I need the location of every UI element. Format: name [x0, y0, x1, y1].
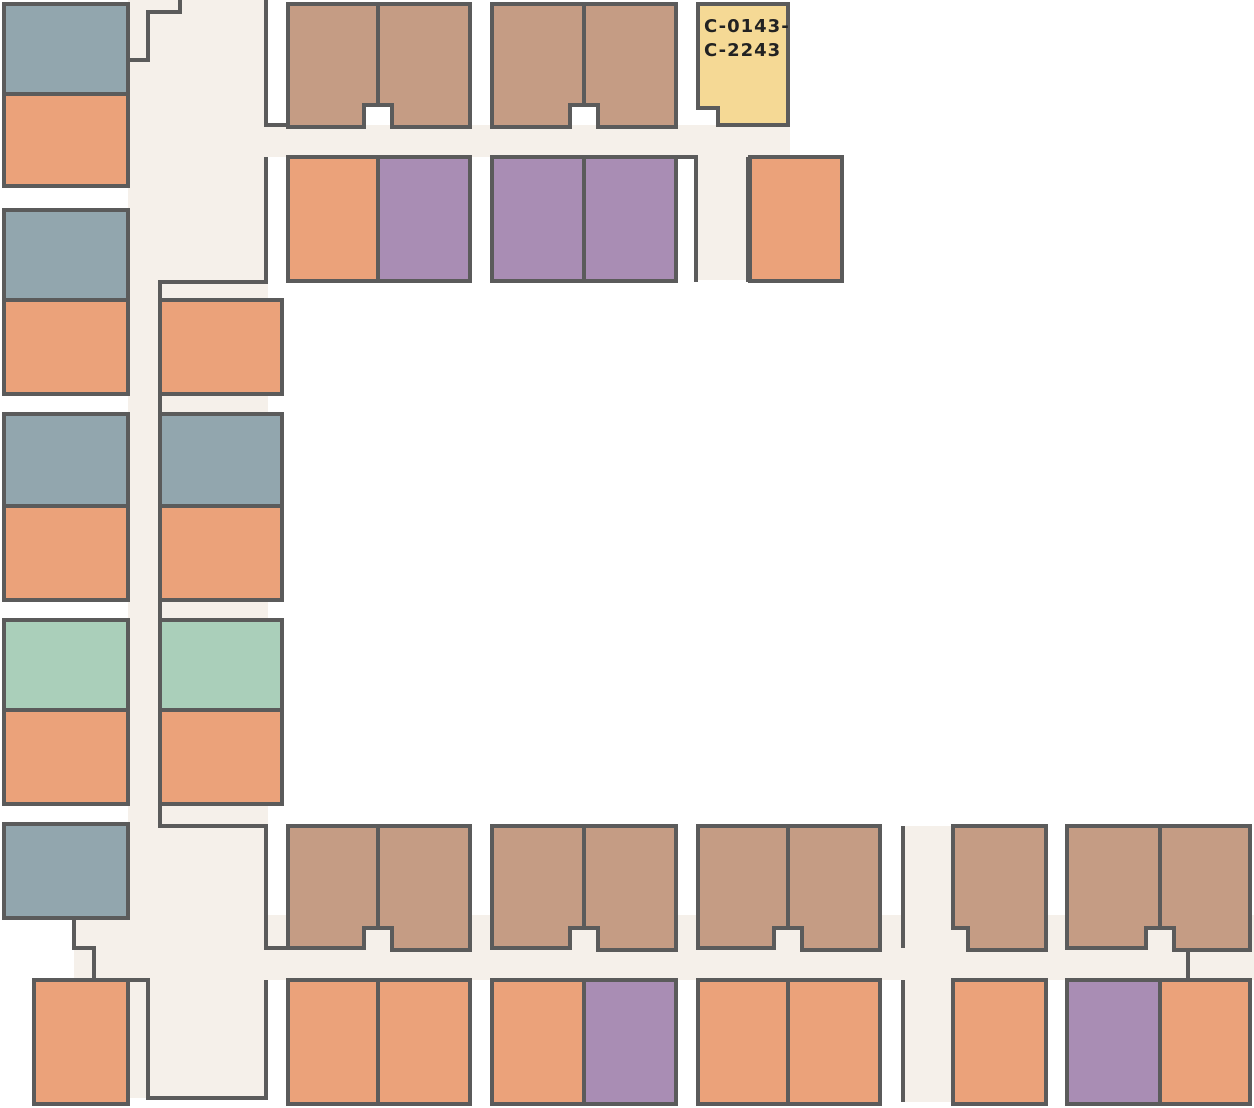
unit-b5[interactable]	[696, 824, 790, 950]
bottom-wing-units	[286, 824, 1252, 1106]
unit-w8[interactable]	[2, 708, 130, 806]
unit-i3[interactable]	[158, 504, 284, 602]
unit-w4[interactable]	[2, 298, 130, 396]
unit-b10[interactable]	[286, 978, 380, 1106]
unit-i1[interactable]	[158, 298, 284, 396]
unit-w9[interactable]	[2, 822, 130, 920]
unit-t10[interactable]	[748, 155, 844, 283]
unit-b17[interactable]	[1065, 978, 1162, 1106]
unit-t6[interactable]	[286, 155, 380, 283]
unit-label-line2: C-2243	[704, 40, 781, 61]
unit-b16[interactable]	[951, 978, 1048, 1106]
corridor-walls	[72, 0, 1190, 1102]
corridor-top-stub	[696, 125, 748, 280]
unit-t2[interactable]	[376, 2, 472, 129]
unit-t9[interactable]	[582, 155, 678, 283]
unit-b12[interactable]	[490, 978, 586, 1106]
west-outer-units	[2, 2, 130, 1106]
unit-b18[interactable]	[1158, 978, 1252, 1106]
unit-t8[interactable]	[490, 155, 586, 283]
unit-b1[interactable]	[286, 824, 380, 950]
unit-b7[interactable]	[951, 824, 1048, 952]
unit-b8[interactable]	[1065, 824, 1162, 950]
unit-i2[interactable]	[158, 412, 284, 508]
unit-b2[interactable]	[376, 824, 472, 952]
top-wing-units: C-0143- C-2243	[286, 2, 844, 283]
unit-i5[interactable]	[158, 708, 284, 806]
unit-t4[interactable]	[582, 2, 678, 129]
unit-t5[interactable]	[696, 2, 790, 127]
unit-t7[interactable]	[376, 155, 472, 283]
unit-b11[interactable]	[376, 978, 472, 1106]
unit-b3[interactable]	[490, 824, 586, 950]
unit-b13[interactable]	[582, 978, 678, 1106]
unit-t1[interactable]	[286, 2, 380, 129]
unit-w7[interactable]	[2, 618, 130, 712]
unit-w1[interactable]	[2, 2, 130, 96]
corridor-bottom-stub	[903, 826, 951, 1102]
unit-b6[interactable]	[786, 824, 882, 952]
unit-w10[interactable]	[32, 978, 130, 1106]
unit-b14[interactable]	[696, 978, 790, 1106]
unit-w3[interactable]	[2, 208, 130, 302]
unit-w6[interactable]	[2, 504, 130, 602]
unit-b15[interactable]	[786, 978, 882, 1106]
unit-i4[interactable]	[158, 618, 284, 712]
unit-b9[interactable]	[1158, 824, 1252, 952]
west-inner-units	[158, 298, 284, 806]
unit-label-line1: C-0143-	[704, 16, 790, 37]
unit-t3[interactable]	[490, 2, 586, 129]
unit-w2[interactable]	[2, 92, 130, 188]
unit-w5[interactable]	[2, 412, 130, 508]
unit-b4[interactable]	[582, 824, 678, 952]
